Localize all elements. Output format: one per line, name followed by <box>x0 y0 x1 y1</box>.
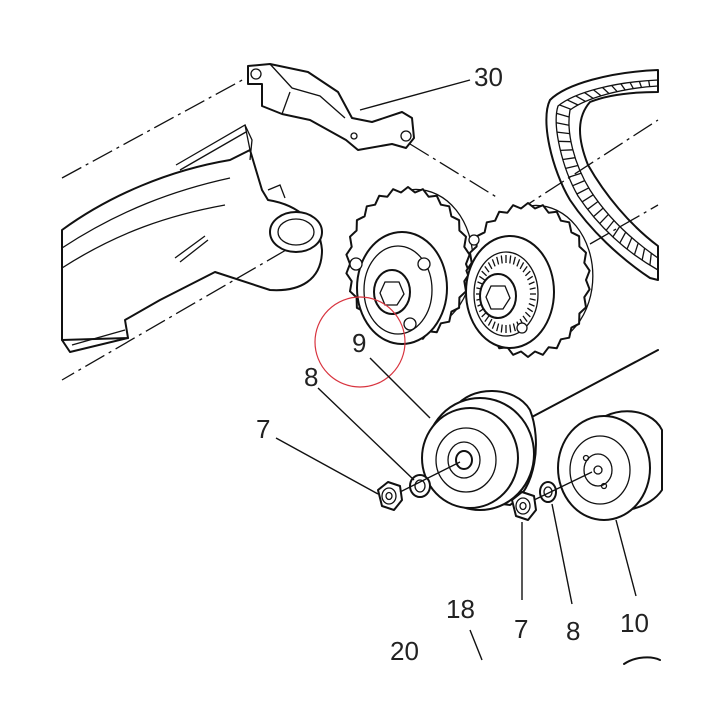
washer-8-right <box>540 482 556 502</box>
belt-lower-edge <box>530 350 658 418</box>
engine-cover <box>62 125 322 352</box>
tensioner-pulley-10 <box>558 411 662 520</box>
bracket-part-30 <box>248 64 414 150</box>
camshaft-pulley-right <box>466 203 593 357</box>
nut-7-right <box>512 492 536 520</box>
callout-20: 20 <box>390 636 419 666</box>
callout-18: 18 <box>446 594 475 624</box>
callout-8-right: 8 <box>566 616 580 646</box>
callout-7-left: 7 <box>256 414 270 444</box>
idler-pulley-9 <box>422 391 536 510</box>
nut-7-left <box>378 482 402 510</box>
callout-10: 10 <box>620 608 649 638</box>
callout-7-right: 7 <box>514 614 528 644</box>
callout-8-left: 8 <box>304 362 318 392</box>
partial-part-bottom <box>624 657 660 664</box>
leader-line-18 <box>470 630 482 660</box>
camshaft-pulley-left <box>346 187 472 344</box>
callout-9: 9 <box>352 328 366 358</box>
callout-30: 30 <box>474 62 503 92</box>
